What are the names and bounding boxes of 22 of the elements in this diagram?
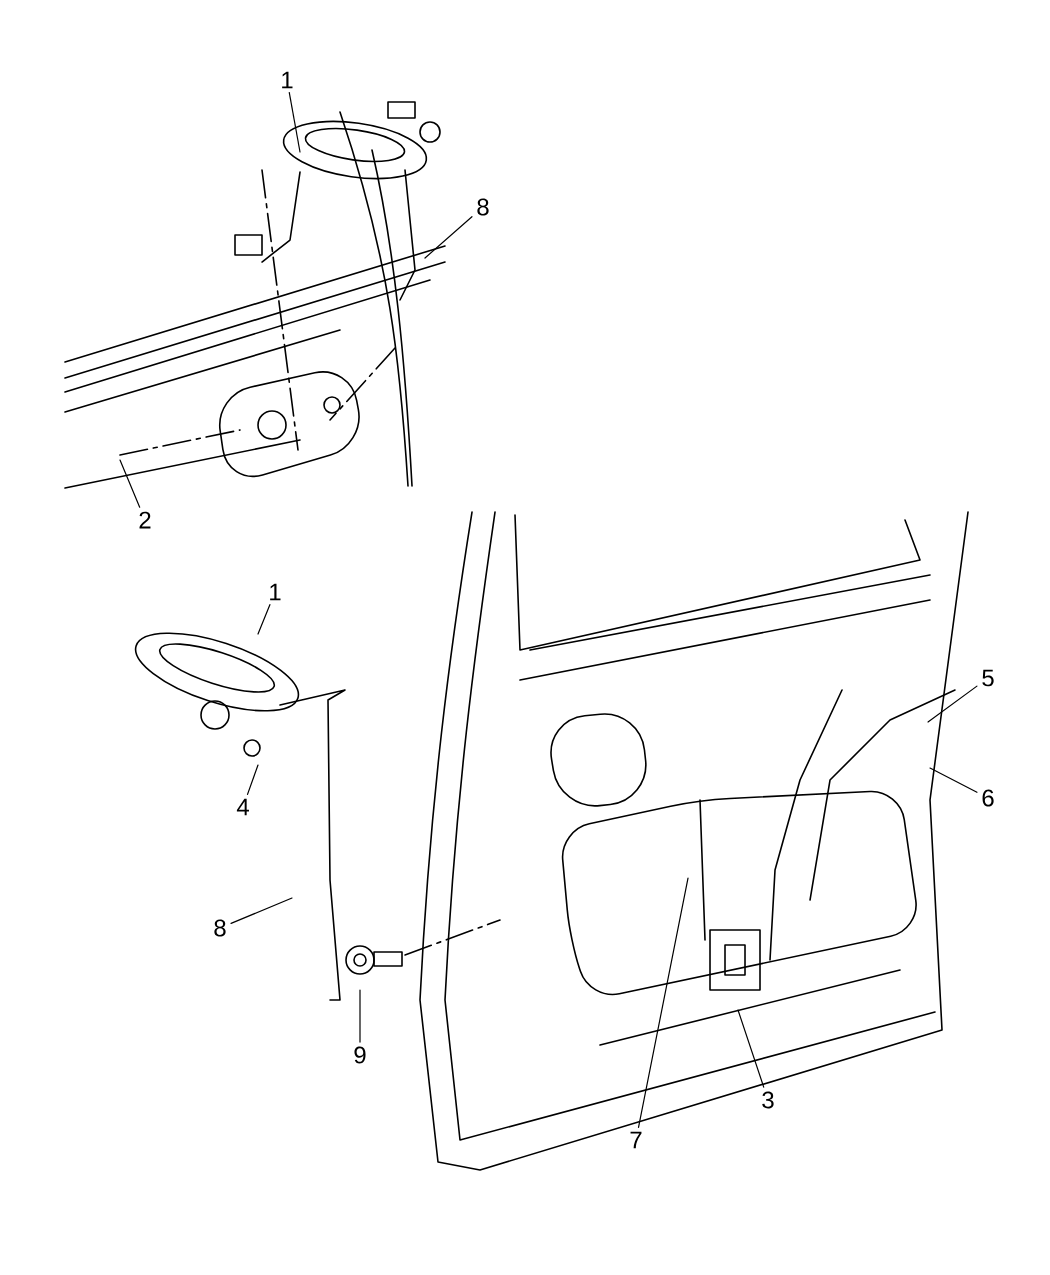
leader-line	[288, 92, 301, 153]
callout-number: 1	[270, 583, 281, 601]
leader-line	[257, 604, 271, 635]
leader-line	[230, 897, 293, 924]
callout-number: 1	[282, 71, 293, 89]
callout-number: 6	[982, 789, 994, 807]
leader-line	[637, 877, 689, 1128]
callout-number: 8	[477, 198, 489, 216]
leader-line	[119, 459, 141, 508]
leader-line	[737, 1009, 765, 1088]
callout-number: 4	[236, 798, 249, 816]
callout-number: 3	[762, 1091, 774, 1109]
leader-line	[927, 685, 978, 723]
leader-line	[929, 767, 978, 793]
leader-line	[246, 764, 259, 795]
callout-number: 5	[982, 669, 994, 687]
callout-number: 7	[630, 1131, 642, 1149]
callout-number: 8	[214, 919, 226, 937]
leader-line	[424, 216, 473, 259]
callout-number: 2	[139, 511, 151, 529]
callout-number: 9	[354, 1046, 366, 1064]
leader-line	[359, 989, 361, 1043]
